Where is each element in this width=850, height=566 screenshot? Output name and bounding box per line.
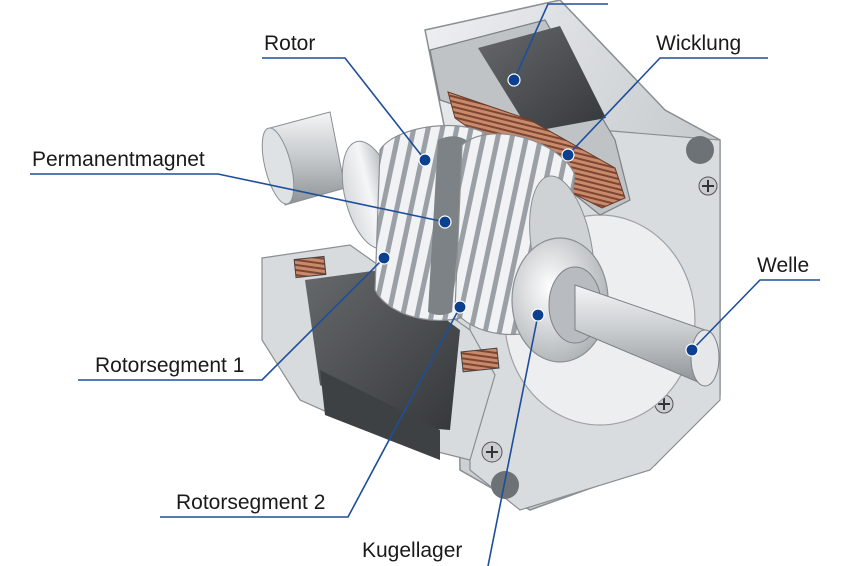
dot-welle [685,343,699,357]
leader-kugellager [487,314,539,566]
dot-kugellager [531,308,545,322]
leader-rotorsegment-2 [160,306,461,518]
callouts [30,3,820,566]
label-wicklung: Wicklung [656,32,741,55]
dot-rotorsegment-1 [377,251,391,265]
coil-window-right [460,347,500,373]
leader-rotor [262,57,426,161]
motor-illustration [261,0,721,511]
dot-wicklung [561,148,575,162]
leader-permanentmagnet [30,173,446,223]
label-welle: Welle [757,254,809,277]
lower-stator-foot [320,370,440,460]
leader-wicklung [567,57,768,156]
coil-window-left [293,255,327,279]
label-permanentmagnet: Permanentmagnet [32,148,205,171]
mount-hole-top [686,136,714,164]
screw-icon [481,441,503,463]
label-rotorsegment-2: Rotorsegment 2 [176,491,325,514]
leader-rotorsegment-1 [78,257,385,381]
dot-rotor [418,153,432,167]
left-shaft [261,111,346,206]
screw-icon [698,176,718,196]
leader-top [513,3,608,81]
dot-permanentmagnet [438,215,452,229]
label-rotor: Rotor [264,32,315,55]
upper-stator-core [478,26,606,132]
mount-hole-bottom [491,471,519,499]
dot-rotorsegment-2 [453,300,467,314]
label-rotorsegment-1: Rotorsegment 1 [95,354,244,377]
label-kugellager: Kugellager [362,539,462,562]
dot-top [507,73,521,87]
leader-welle [691,279,820,351]
labels: Rotor Wicklung Permanentmagnet Welle Rot… [32,32,809,562]
